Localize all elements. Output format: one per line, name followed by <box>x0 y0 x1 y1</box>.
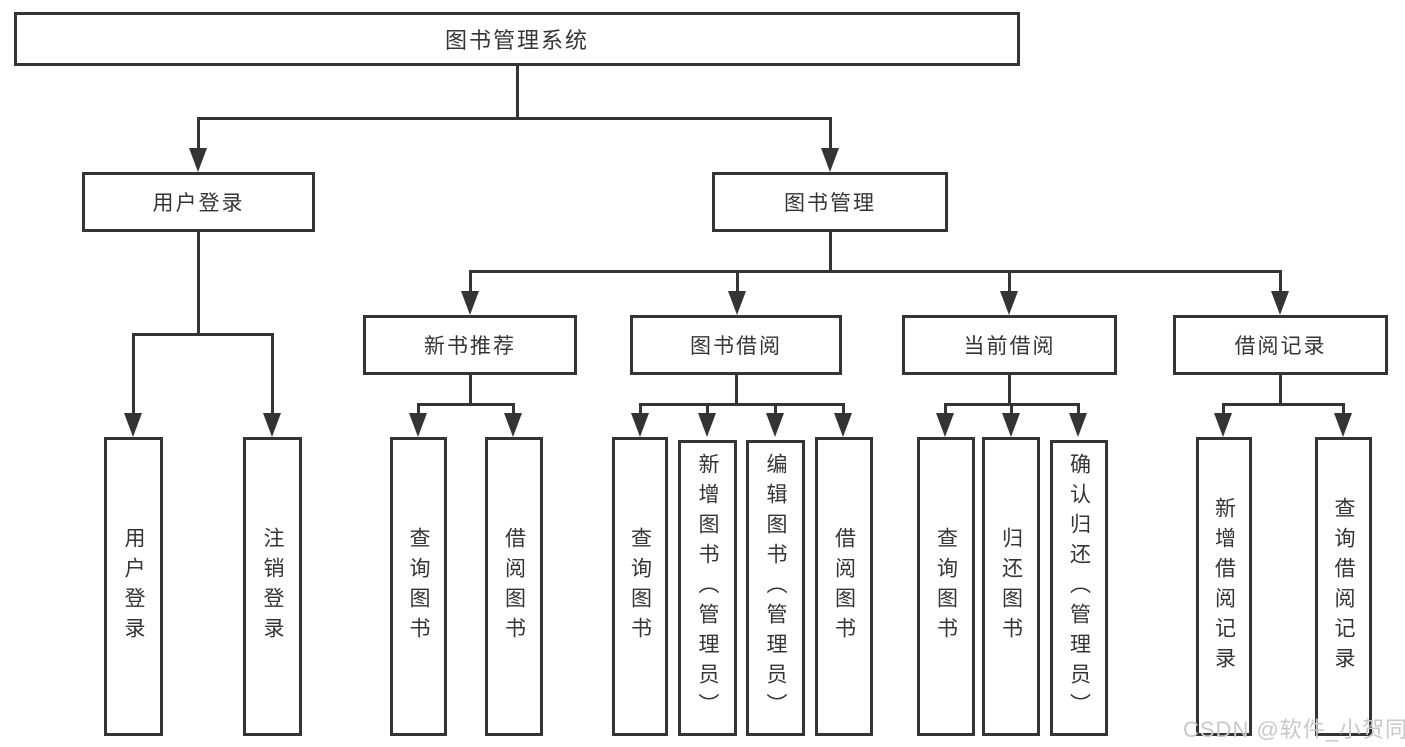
connector-bookborrow-bar <box>639 403 844 406</box>
arrowhead-br-add <box>1214 413 1232 437</box>
node-book-mgmt: 图书管理 <box>712 172 948 232</box>
node-label: 新增图书（管理员） <box>696 453 719 723</box>
connector-drop-new-book <box>469 270 472 293</box>
connector-bookborrow-stem <box>735 375 738 406</box>
connector-drop-book-borrow <box>736 270 739 293</box>
arrowhead-leaf-logout <box>263 413 281 437</box>
connector-drop-current-borrow <box>1008 270 1011 293</box>
node-label: 借阅图书 <box>832 526 856 647</box>
leaf-current-confirm-admin: 确认归还（管理员） <box>1050 440 1108 736</box>
arrowhead-nb-borrow <box>504 413 522 437</box>
connector-drop-leaf-login <box>132 333 135 415</box>
leaf-logout: 注销登录 <box>243 437 302 736</box>
arrowhead-bb-edit <box>766 413 784 437</box>
connector-drop-br-add <box>1222 403 1225 417</box>
connector-drop-leaf-logout <box>271 333 274 415</box>
connector-current-stem <box>1008 375 1011 406</box>
arrowhead-user-login <box>189 148 207 172</box>
node-label: 图书管理系统 <box>444 28 589 53</box>
node-label: 图书借阅 <box>690 335 782 358</box>
node-book-borrow: 图书借阅 <box>630 315 842 375</box>
arrowhead-leaf-login <box>124 413 142 437</box>
arrowhead-borrow-records <box>1271 291 1289 315</box>
node-label: 借阅记录 <box>1234 335 1327 358</box>
leaf-newbook-borrow: 借阅图书 <box>485 437 543 736</box>
leaf-records-query: 查询借阅记录 <box>1315 437 1372 736</box>
leaf-borrow-add-admin: 新增图书（管理员） <box>678 440 737 736</box>
connector-bookmgmt-stem <box>829 232 832 273</box>
connector-drop-br-query <box>1342 403 1345 417</box>
connector-drop-nb-query <box>417 403 420 417</box>
arrowhead-book-borrow <box>728 291 746 315</box>
connector-drop-user-login <box>197 117 200 150</box>
arrowhead-bb-add <box>698 413 716 437</box>
node-label: 编辑图书（管理员） <box>764 453 787 723</box>
connector-drop-nb-borrow <box>512 403 515 417</box>
node-label: 用户登录 <box>152 192 245 215</box>
node-label: 查询借阅记录 <box>1332 496 1355 677</box>
connector-root-stem <box>516 66 519 120</box>
connector-drop-bb-edit <box>774 403 777 417</box>
node-label: 查询图书 <box>407 526 430 647</box>
leaf-records-add: 新增借阅记录 <box>1196 437 1252 736</box>
arrowhead-cb-return <box>1002 413 1020 437</box>
arrowhead-bb-borrow <box>834 413 852 437</box>
connector-userlogin-stem <box>197 232 200 336</box>
node-label: 归还图书 <box>999 526 1023 647</box>
leaf-borrow-edit-admin: 编辑图书（管理员） <box>746 440 805 736</box>
connector-drop-bb-borrow <box>842 403 845 417</box>
node-label: 当前借阅 <box>963 335 1056 358</box>
node-library-system: 图书管理系统 <box>14 12 1020 66</box>
arrowhead-bb-query <box>631 413 649 437</box>
node-label: 借阅图书 <box>502 526 526 647</box>
arrowhead-br-query <box>1334 413 1352 437</box>
node-label: 注销登录 <box>261 526 284 647</box>
connector-drop-cb-return <box>1010 403 1013 417</box>
arrowhead-book-mgmt <box>821 148 839 172</box>
leaf-current-return: 归还图书 <box>982 437 1040 736</box>
node-new-book-rec: 新书推荐 <box>363 315 577 375</box>
connector-drop-bb-query <box>639 403 642 417</box>
node-borrow-records: 借阅记录 <box>1173 315 1388 375</box>
node-label: 图书管理 <box>784 192 876 215</box>
node-label: 确认归还（管理员） <box>1067 453 1091 723</box>
connector-bookmgmt-bar <box>469 270 1281 273</box>
node-label: 查询图书 <box>934 526 958 647</box>
arrowhead-new-book <box>461 291 479 315</box>
node-user-login: 用户登录 <box>82 172 315 232</box>
leaf-user-login: 用户登录 <box>104 437 163 736</box>
connector-drop-cb-confirm <box>1077 403 1080 417</box>
arrowhead-nb-query <box>409 413 427 437</box>
leaf-newbook-query: 查询图书 <box>390 437 447 736</box>
node-current-borrow: 当前借阅 <box>902 315 1117 375</box>
connector-newbook-bar <box>417 403 515 406</box>
connector-root-bar <box>197 117 831 120</box>
node-label: 新书推荐 <box>424 335 516 358</box>
connector-drop-bb-add <box>706 403 709 417</box>
arrowhead-cb-query <box>936 413 954 437</box>
connector-userlogin-bar <box>132 333 273 336</box>
leaf-current-query: 查询图书 <box>917 437 975 736</box>
leaf-borrow-borrow: 借阅图书 <box>815 437 873 736</box>
connector-drop-book-mgmt <box>829 117 832 150</box>
node-label: 新增借阅记录 <box>1212 496 1236 677</box>
leaf-borrow-query: 查询图书 <box>612 437 668 736</box>
node-label: 查询图书 <box>628 526 652 647</box>
connector-drop-cb-query <box>944 403 947 417</box>
arrowhead-cb-confirm <box>1069 413 1087 437</box>
connector-records-bar <box>1222 403 1343 406</box>
connector-records-stem <box>1279 375 1282 406</box>
csdn-watermark: CSDN @软件_小贺同学 <box>1183 717 1405 742</box>
connector-drop-borrow-records <box>1279 270 1282 293</box>
arrowhead-current-borrow <box>1000 291 1018 315</box>
connector-newbook-stem <box>469 375 472 406</box>
node-label: 用户登录 <box>122 526 145 647</box>
